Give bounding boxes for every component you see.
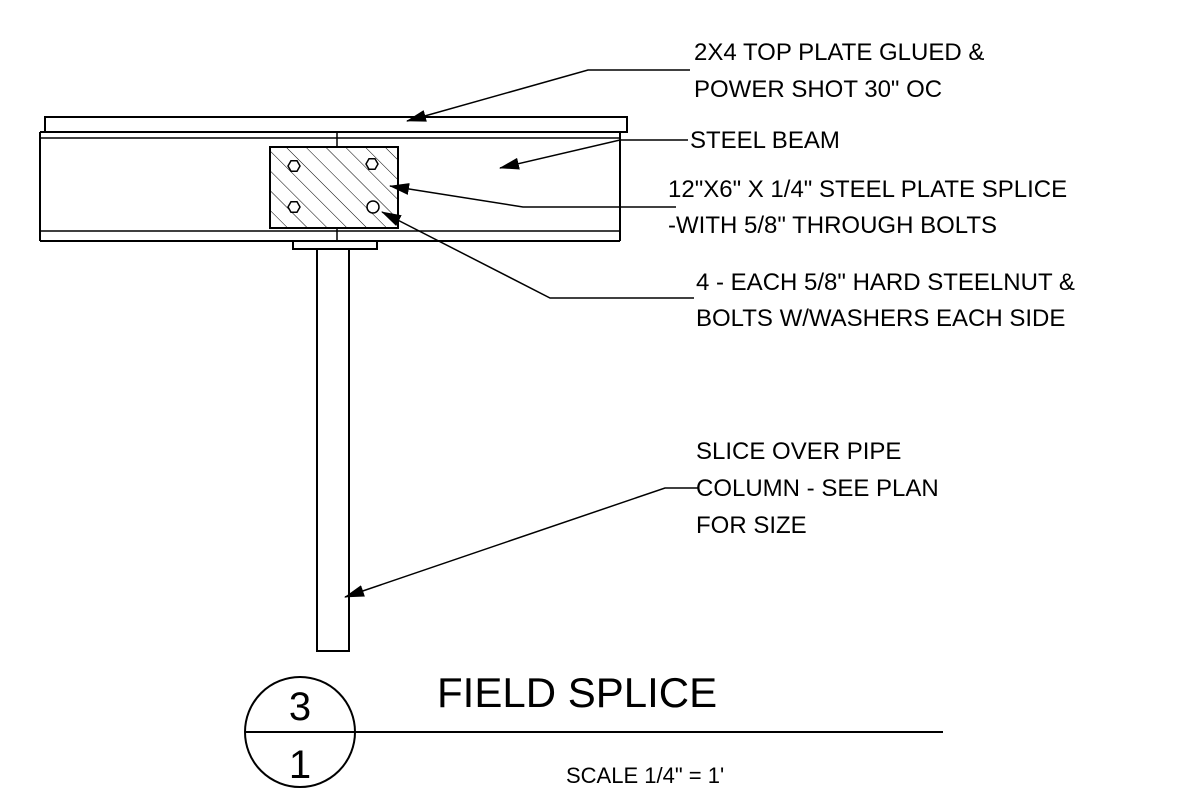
leader-lines [344,69,698,598]
detail-scale: SCALE 1/4" = 1' [566,763,724,788]
note-bolts: 4 - EACH 5/8" HARD STEELNUT & BOLTS W/WA… [696,269,1082,332]
sheet-number: 1 [289,743,311,787]
pipe-column [316,248,350,652]
leader-splice-plate [389,183,676,208]
bolt-hex-icon [287,160,301,172]
leader-steel-beam [499,139,688,170]
bolt-hex-icon [287,201,301,213]
bolts [287,158,380,214]
top-plate [44,116,628,133]
detail-number: 3 [289,685,311,729]
note-steel-beam: STEEL BEAM [690,127,840,154]
note-top-plate: 2X4 TOP PLATE GLUED & POWER SHOT 30" OC [694,39,991,103]
bolt-round-icon [366,200,380,214]
leader-pipe-column [344,487,698,598]
leader-top-plate [406,69,690,122]
detail-title: FIELD SPLICE [437,669,717,716]
bolt-hex-icon [365,158,379,170]
leader-bolts [381,211,694,299]
detail-bubble: 3 1 [244,676,356,788]
note-splice-plate: 12"X6" X 1/4" STEEL PLATE SPLICE -WITH 5… [668,176,1074,239]
steel-beam [39,131,621,242]
note-pipe-column: SLICE OVER PIPE COLUMN - SEE PLAN FOR SI… [696,438,945,539]
column-cap-plate [292,240,378,250]
splice-plate [269,146,399,229]
